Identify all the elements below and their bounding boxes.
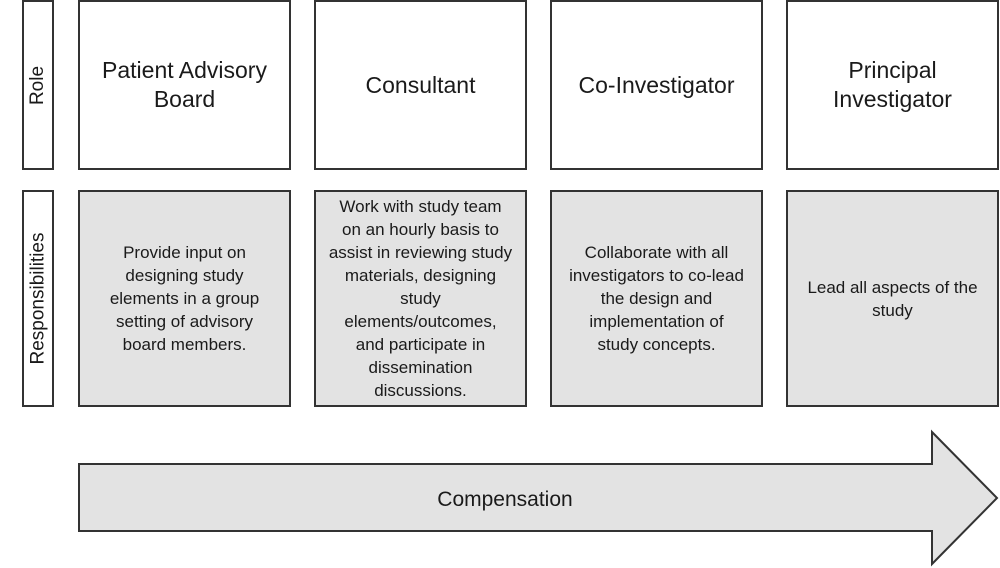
responsibility-box-co-investigator: Collaborate with all investigators to co… bbox=[550, 190, 763, 407]
role-text: Patient Advisory Board bbox=[102, 57, 267, 112]
compensation-label: Compensation bbox=[437, 488, 573, 511]
responsibility-box-consultant: Work with study team on an hourly basis … bbox=[314, 190, 527, 407]
responsibility-text: Collaborate with all investigators to co… bbox=[569, 243, 744, 354]
role-text: Co-Investigator bbox=[578, 71, 735, 98]
responsibility-text: Work with study team on an hourly basis … bbox=[328, 197, 513, 400]
role-box-patient-advisory-board: Patient Advisory Board bbox=[78, 0, 291, 170]
role-text: Consultant bbox=[365, 71, 476, 98]
responsibility-box-principal-investigator: Lead all aspects of the study bbox=[786, 190, 999, 407]
role-row-label: Role bbox=[22, 0, 54, 170]
responsibility-text: Lead all aspects of the study bbox=[807, 277, 978, 320]
role-text: Principal Investigator bbox=[833, 57, 952, 112]
role-box-consultant: Consultant bbox=[314, 0, 527, 170]
responsibility-box-patient-advisory-board: Provide input on designing study element… bbox=[78, 190, 291, 407]
responsibility-text: Provide input on designing study element… bbox=[109, 243, 260, 354]
arrow-shape bbox=[78, 429, 999, 567]
role-box-principal-investigator: Principal Investigator bbox=[786, 0, 999, 170]
role-box-co-investigator: Co-Investigator bbox=[550, 0, 763, 170]
responsibilities-row-label: Responsibilities bbox=[22, 190, 54, 407]
